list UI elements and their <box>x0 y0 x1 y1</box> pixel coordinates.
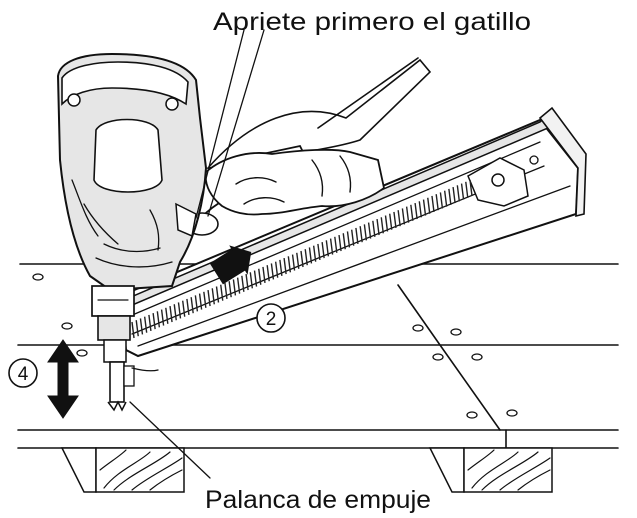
nail <box>152 313 156 330</box>
nail <box>194 295 199 312</box>
nail <box>207 289 211 307</box>
nail <box>372 220 376 237</box>
nail <box>156 311 161 328</box>
nail <box>300 250 304 268</box>
nail <box>427 197 431 214</box>
trigger-instruction-label: Apriete primero el gatillo <box>213 8 531 36</box>
nail <box>346 231 351 248</box>
nail <box>435 194 439 211</box>
nail <box>329 238 334 255</box>
step-4-marker: 4 <box>8 358 38 388</box>
nail <box>236 277 241 294</box>
nail <box>342 233 346 250</box>
nail <box>177 302 182 319</box>
nail <box>266 265 270 282</box>
push-lever-label: Palanca de empuje <box>205 486 431 514</box>
nail <box>148 314 152 331</box>
nail <box>460 183 465 200</box>
nail <box>245 273 249 291</box>
nail-strip <box>131 179 473 339</box>
nail <box>384 215 389 232</box>
nail <box>224 282 228 300</box>
nail <box>443 190 448 207</box>
nail <box>182 300 186 317</box>
nail <box>389 213 393 230</box>
step-4-label: 4 <box>18 364 29 385</box>
step-2-marker: 2 <box>256 303 286 333</box>
nail <box>325 240 330 257</box>
push-lever <box>107 361 159 412</box>
nail <box>431 195 435 213</box>
nail <box>304 249 308 266</box>
nail <box>405 206 410 223</box>
nail <box>258 268 262 285</box>
nail <box>169 305 173 323</box>
nail <box>186 298 190 316</box>
nail <box>220 284 224 301</box>
nail <box>448 188 452 205</box>
nail <box>253 270 258 287</box>
nail <box>469 179 473 197</box>
nail <box>367 222 372 239</box>
nail <box>262 266 266 284</box>
joist-left <box>60 447 185 493</box>
nail <box>334 236 338 253</box>
nailer-body <box>56 52 386 363</box>
nail <box>401 208 406 225</box>
nail <box>203 291 207 308</box>
nail <box>410 204 414 221</box>
nail <box>418 201 422 218</box>
nail <box>190 297 194 314</box>
nail <box>393 211 397 229</box>
up-down-arrow <box>47 339 79 419</box>
nail <box>308 247 313 264</box>
nail <box>131 321 135 339</box>
step-2-label: 2 <box>266 309 277 330</box>
nail <box>291 254 296 271</box>
nail <box>139 318 144 335</box>
nail <box>165 307 169 324</box>
press-arrow <box>209 245 252 285</box>
nail <box>380 217 384 234</box>
nail <box>422 199 427 216</box>
nail <box>351 229 355 246</box>
nail <box>232 279 237 296</box>
nail <box>312 245 317 262</box>
nail <box>249 272 253 289</box>
operator-hand <box>204 148 386 216</box>
nail <box>173 304 177 321</box>
nail <box>439 192 444 209</box>
nail <box>135 320 139 337</box>
nail <box>198 293 203 310</box>
nail <box>321 242 325 259</box>
nail <box>414 202 418 220</box>
nail <box>296 252 300 269</box>
nail <box>363 224 368 241</box>
nail <box>283 258 287 275</box>
nail <box>456 185 461 202</box>
nail <box>452 187 456 204</box>
nail <box>270 263 275 280</box>
nail <box>359 226 363 243</box>
nail <box>160 309 165 326</box>
nail <box>376 218 380 236</box>
nail <box>397 210 401 227</box>
nail <box>279 259 283 276</box>
nail <box>338 234 342 252</box>
nail <box>287 256 292 273</box>
nail <box>215 286 220 303</box>
nail <box>465 181 469 198</box>
nail <box>317 243 321 260</box>
nail-holes <box>32 273 518 419</box>
nail <box>241 275 245 292</box>
leader-lines <box>129 29 265 479</box>
nail <box>211 288 215 305</box>
nail <box>355 227 359 245</box>
nail <box>274 261 279 278</box>
nail <box>228 281 232 298</box>
joist-right <box>428 447 553 493</box>
nail <box>143 316 148 333</box>
